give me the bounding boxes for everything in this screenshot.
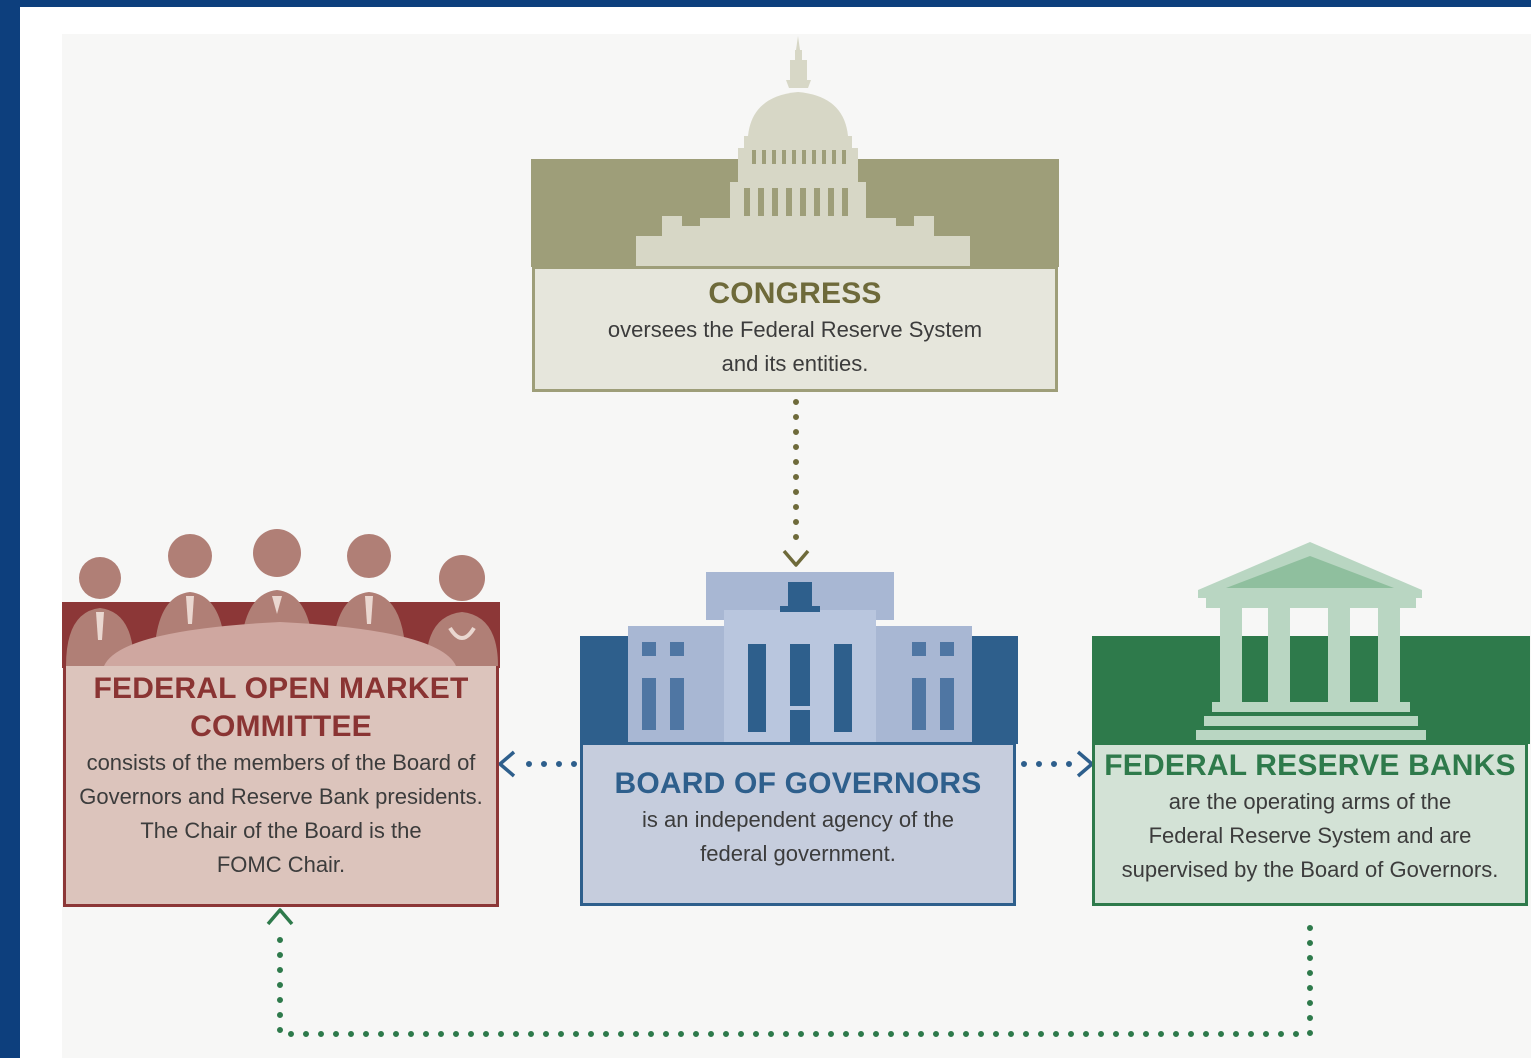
reserve-banks-box: FEDERAL RESERVE BANKS are the operating … — [1092, 742, 1528, 906]
fomc-description: consists of the members of the Board of … — [79, 750, 483, 877]
fomc-box: FEDERAL OPEN MARKET COMMITTEE consists o… — [63, 666, 499, 907]
board-title: BOARD OF GOVERNORS — [614, 767, 982, 800]
arrowhead-fomc-bottom — [266, 908, 294, 926]
fomc-title: FEDERAL OPEN MARKET COMMITTEE — [93, 672, 469, 743]
arrowhead-board — [782, 549, 810, 567]
reserve-banks-title: FEDERAL RESERVE BANKS — [1104, 749, 1516, 782]
committee-people-details — [96, 596, 476, 640]
board-description: is an independent agency of the federal … — [642, 807, 954, 866]
arrowhead-banks — [1076, 750, 1094, 778]
eccles-windows — [642, 642, 954, 744]
bank-columns-icon — [1196, 542, 1426, 740]
committee-table-icon — [104, 622, 456, 666]
reserve-banks-description: are the operating arms of the Federal Re… — [1121, 789, 1499, 882]
board-box: BOARD OF GOVERNORS is an independent age… — [580, 742, 1016, 906]
arrowhead-fomc — [498, 750, 516, 778]
reserve-banks-header — [1092, 636, 1530, 744]
connector-banks-fomc — [277, 925, 1313, 1037]
capitol-columns — [744, 150, 848, 216]
congress-description: oversees the Federal Reserve System and … — [607, 317, 983, 376]
congress-title: CONGRESS — [708, 277, 882, 310]
congress-box: CONGRESS oversees the Federal Reserve Sy… — [532, 266, 1058, 392]
